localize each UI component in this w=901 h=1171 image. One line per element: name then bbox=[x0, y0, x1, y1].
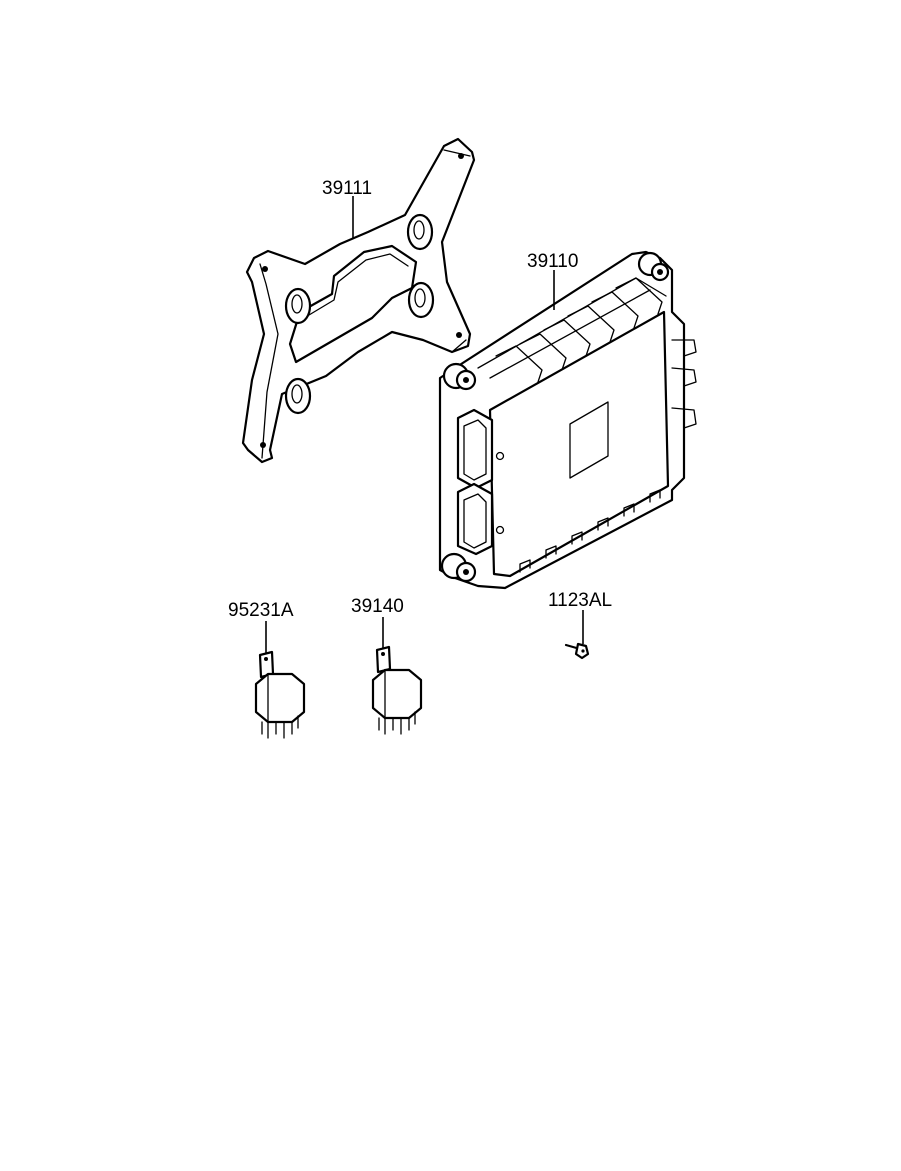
part-number-1123AL: 1123AL bbox=[548, 590, 612, 611]
part-number-95231A: 95231A bbox=[228, 600, 294, 621]
ecu-part bbox=[438, 250, 697, 590]
relay-b-part bbox=[371, 645, 423, 735]
part-number-39111: 39111 bbox=[322, 178, 372, 199]
bolt-part bbox=[564, 642, 590, 660]
bracket-part bbox=[241, 137, 476, 464]
part-number-39140: 39140 bbox=[351, 596, 404, 617]
part-number-39110: 39110 bbox=[527, 251, 578, 272]
relay-a-part bbox=[254, 650, 306, 739]
